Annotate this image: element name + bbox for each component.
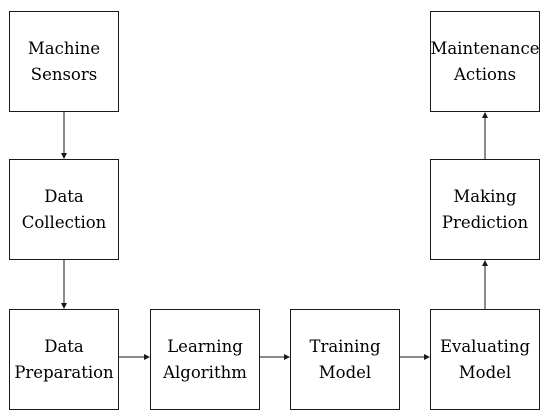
node-machine-sensors: Machine Sensors <box>9 11 119 112</box>
node-label-line: Data <box>44 336 84 356</box>
node-maintenance-actions: Maintenance Actions <box>430 11 540 112</box>
node-evaluating-model: Evaluating Model <box>430 309 540 410</box>
node-label-line: Actions <box>453 64 517 84</box>
node-learning-algorithm: Learning Algorithm <box>150 309 260 410</box>
node-label-line: Sensors <box>30 64 98 84</box>
node-data-collection: Data Collection <box>9 159 119 260</box>
node-label-line: Maintenance <box>430 38 540 58</box>
node-label: Evaluating Model <box>440 334 530 386</box>
node-label: Data Collection <box>22 184 107 236</box>
node-label-line: Algorithm <box>163 362 247 382</box>
node-label-line: Model <box>458 362 512 382</box>
node-label: Machine Sensors <box>28 36 100 88</box>
node-label-line: Making <box>453 186 517 206</box>
node-label: Training Model <box>309 334 380 386</box>
node-making-prediction: Making Prediction <box>430 159 540 260</box>
node-label-line: Machine <box>27 38 101 58</box>
node-label-line: Collection <box>21 212 107 232</box>
node-label-line: Data <box>44 186 84 206</box>
node-label-line: Training <box>309 336 381 356</box>
node-label: Data Preparation <box>14 334 113 386</box>
node-label-line: Model <box>318 362 372 382</box>
node-label: Maintenance Actions <box>430 36 539 88</box>
node-label-line: Preparation <box>14 362 114 382</box>
node-training-model: Training Model <box>290 309 400 410</box>
node-label: Making Prediction <box>442 184 528 236</box>
node-label: Learning Algorithm <box>163 334 247 386</box>
node-label-line: Learning <box>167 336 243 356</box>
node-data-preparation: Data Preparation <box>9 309 119 410</box>
node-label-line: Prediction <box>441 212 529 232</box>
node-label-line: Evaluating <box>439 336 531 356</box>
